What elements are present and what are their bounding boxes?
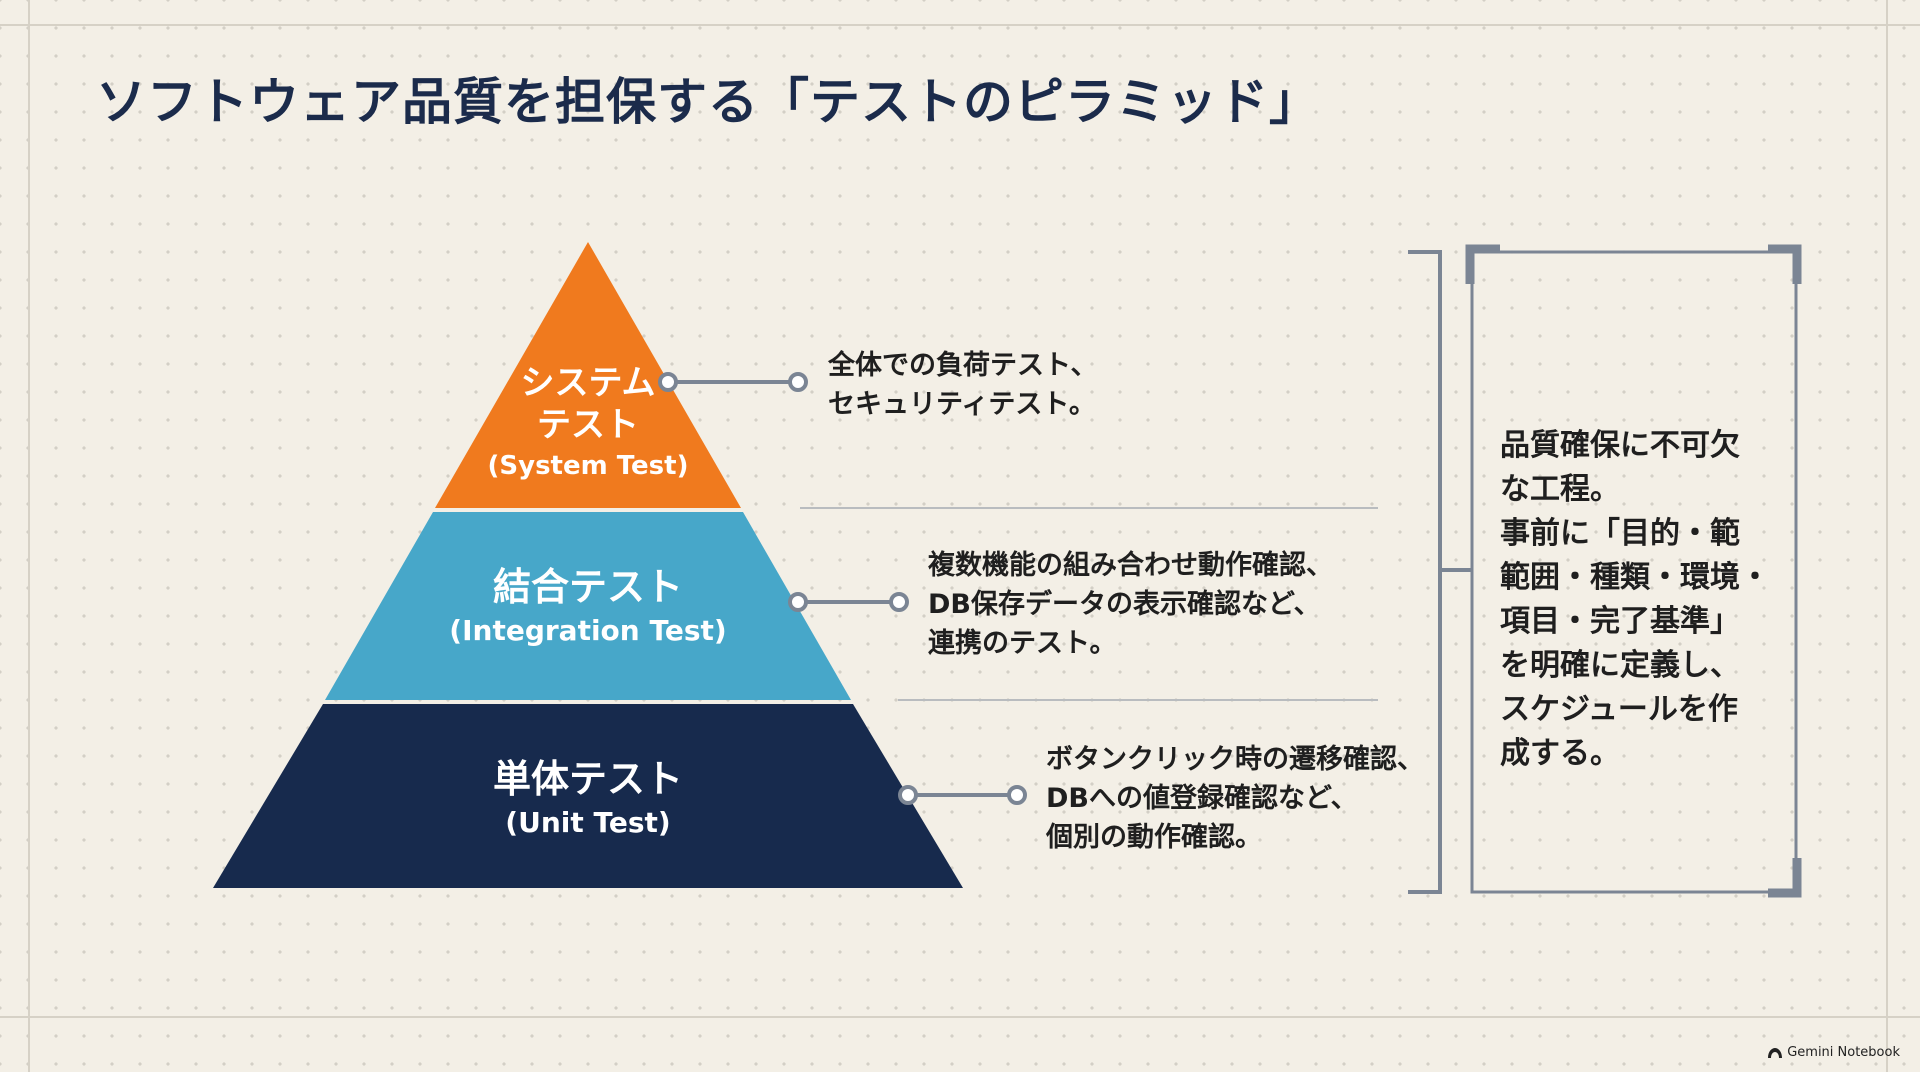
tier-label-unit-jp: 単体テスト <box>492 757 683 801</box>
desc-integration-line: 連携のテスト。 <box>928 628 1117 659</box>
pyramid-tier-unit <box>213 704 963 888</box>
frame-line-left <box>28 0 30 1072</box>
desc-unit: ボタンクリック時の遷移確認、 DBへの値登録確認など、 個別の動作確認。 <box>1046 740 1424 857</box>
tier-label-unit: 単体テスト (Unit Test) <box>418 754 758 842</box>
note-text: 品質確保に不可欠 な工程。 事前に「目的・範 範囲・種類・環境・ 項目・完了基準… <box>1500 424 1790 776</box>
pyramid-tier-system <box>435 242 741 508</box>
tier-label-integration: 結合テスト (Integration Test) <box>418 562 758 650</box>
note-line: 品質確保に不可欠 <box>1500 428 1740 463</box>
desc-system-line: 全体での負荷テスト、 <box>828 350 1098 381</box>
note-line: 項目・完了基準」 <box>1500 604 1740 639</box>
frame-line-top <box>0 24 1920 26</box>
note-line: 範囲・種類・環境・ <box>1500 560 1770 595</box>
note-line: な工程。 <box>1500 472 1620 507</box>
desc-unit-line: 個別の動作確認。 <box>1046 822 1262 853</box>
tier-label-integration-en: (Integration Test) <box>449 614 727 647</box>
gemini-logo-icon <box>1768 1047 1783 1058</box>
tier-label-system: システム テスト (System Test) <box>468 362 708 486</box>
note-frame <box>1465 244 1802 898</box>
footer-brand-text: Gemini Notebook <box>1787 1045 1900 1060</box>
page-title: ソフトウェア品質を担保する「テストのピラミッド」 <box>96 73 1320 131</box>
connector-system <box>658 372 808 392</box>
tier-label-unit-en: (Unit Test) <box>505 806 671 839</box>
footer-brand: Gemini Notebook <box>1767 1045 1900 1060</box>
tier-label-integration-jp: 結合テスト <box>492 565 683 609</box>
note-line: 成する。 <box>1500 736 1620 771</box>
desc-integration-line: 複数機能の組み合わせ動作確認、 <box>928 550 1333 581</box>
note-line: を明確に定義し、 <box>1500 648 1740 683</box>
connector-unit <box>898 785 1027 805</box>
desc-system-line: セキュリティテスト。 <box>828 389 1096 420</box>
tier-label-system-en: (System Test) <box>487 451 689 481</box>
desc-integration-line: DB保存データの表示確認など、 <box>928 589 1321 620</box>
desc-integration: 複数機能の組み合わせ動作確認、 DB保存データの表示確認など、 連携のテスト。 <box>928 546 1333 663</box>
note-line: 事前に「目的・範 <box>1500 516 1740 551</box>
desc-unit-line: ボタンクリック時の遷移確認、 <box>1046 744 1424 775</box>
tier-label-system-jp-1: システム <box>520 363 656 403</box>
frame-line-right <box>1886 0 1888 1072</box>
note-line: スケジュールを作 <box>1500 692 1738 727</box>
desc-system: 全体での負荷テスト、 セキュリティテスト。 <box>828 346 1097 424</box>
connector-integration <box>788 592 909 612</box>
pyramid-tier-integration <box>325 512 851 700</box>
tier-label-system-jp-2: テスト <box>537 405 639 445</box>
desc-unit-line: DBへの値登録確認など、 <box>1046 783 1358 814</box>
frame-line-bottom <box>0 1016 1920 1018</box>
bracket <box>1408 250 1472 894</box>
